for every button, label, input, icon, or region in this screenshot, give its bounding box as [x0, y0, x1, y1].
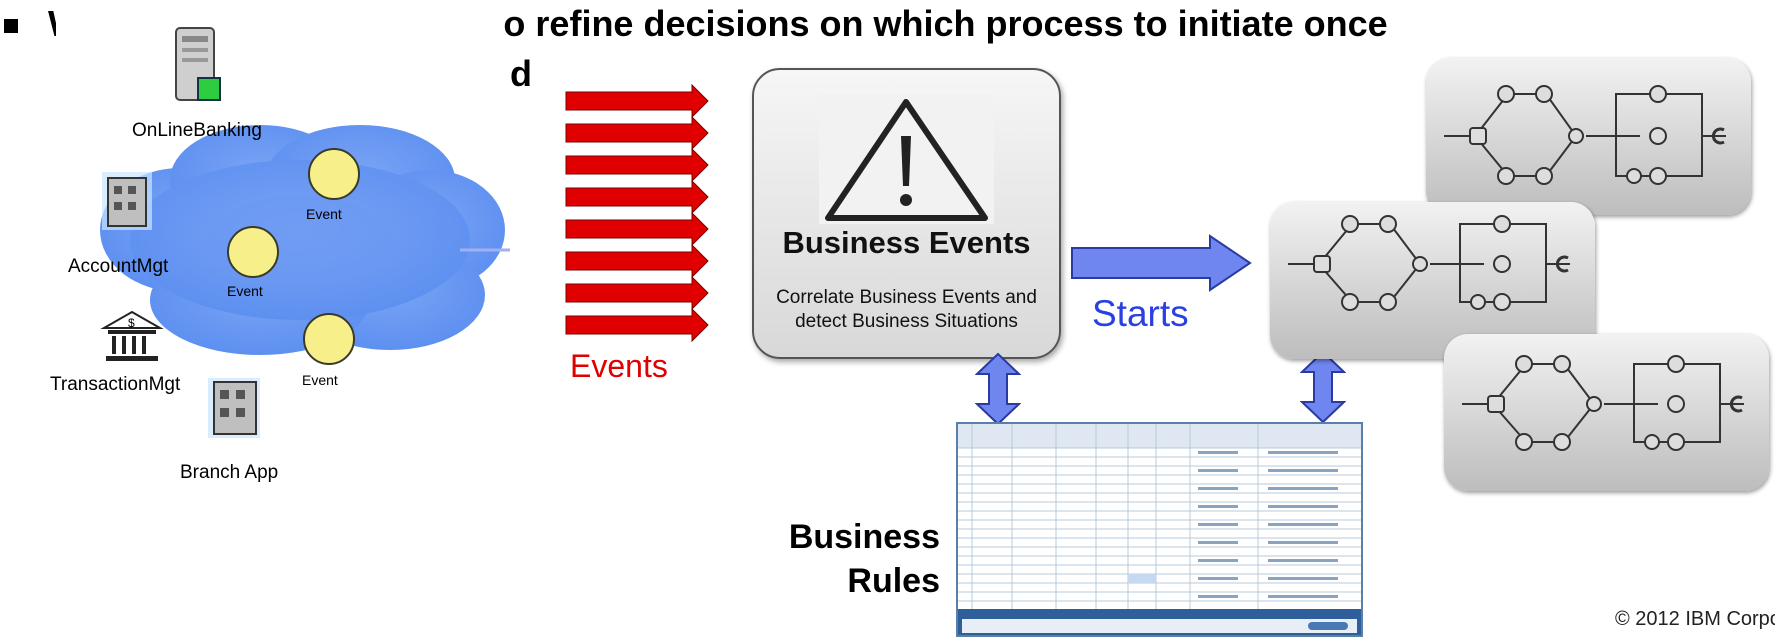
event-label: Event: [306, 206, 342, 222]
process-flow-diagram: [1288, 215, 1570, 311]
copyright-text: © 2012 IBM Corporation: [1615, 608, 1775, 630]
system-label-onlinebanking: OnLineBanking: [132, 120, 262, 141]
system-label-branch-app: Branch App: [180, 462, 279, 483]
event-stream-arrows: [565, 84, 709, 343]
heading-overlap-mask: [56, 0, 504, 110]
starts-label: Starts: [1092, 293, 1189, 334]
decision-table-thumbnail: [956, 422, 1363, 637]
business-rules-label: Business Rules: [740, 515, 940, 603]
starts-arrow: [1071, 234, 1252, 292]
subtitle-line: detect Business Situations: [795, 311, 1018, 332]
events-label: Events: [570, 348, 668, 384]
decision-table-grid: [958, 424, 1361, 635]
process-flow-diagram: [1462, 355, 1744, 451]
bullet-square-icon: [4, 19, 18, 34]
branch-building-icon: [208, 378, 260, 438]
bidirectional-arrow-icon: [1300, 350, 1346, 424]
business-events-subtitle: Correlate Business Events and detect Bus…: [754, 286, 1059, 334]
warning-icon: [819, 94, 994, 224]
event-label: Event: [227, 283, 263, 299]
heading-line-2: d: [510, 53, 532, 94]
process-model-card: [1270, 202, 1595, 359]
event-circle: [227, 226, 279, 278]
event-circle: [303, 313, 355, 365]
rules-label-line: Rules: [847, 562, 940, 600]
event-label: Event: [302, 372, 338, 388]
bidirectional-arrow-icon: [975, 352, 1021, 426]
server-icon: [175, 27, 221, 101]
system-label-transactionmgt: TransactionMgt: [50, 374, 181, 395]
process-model-card: [1444, 334, 1769, 491]
process-flow-diagram: [1444, 85, 1726, 185]
system-label-accountmgt: AccountMgt: [68, 256, 169, 277]
building-icon: [102, 172, 152, 230]
business-events-title: Business Events: [782, 225, 1031, 260]
business-events-box: Business Events Correlate Business Event…: [752, 68, 1061, 359]
event-circle: [308, 148, 360, 200]
bank-icon: $: [100, 310, 164, 361]
subtitle-line: Correlate Business Events and: [776, 287, 1037, 308]
rules-label-line: Business: [788, 518, 940, 556]
process-model-card: [1426, 58, 1751, 215]
svg-text:$: $: [128, 316, 135, 330]
